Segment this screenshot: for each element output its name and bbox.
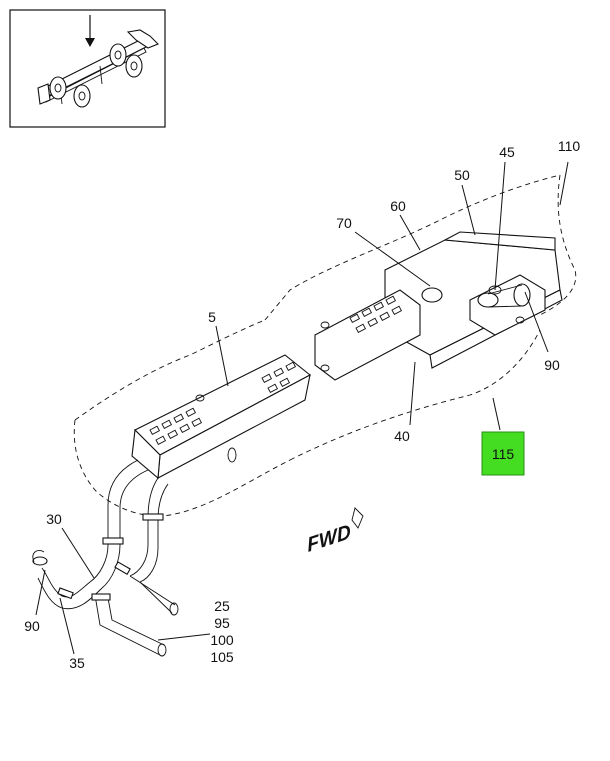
callout-5[interactable]: 5	[208, 309, 216, 325]
callout-45[interactable]: 45	[499, 144, 515, 160]
floor-outline	[73, 174, 577, 517]
callout-70[interactable]: 70	[336, 215, 352, 231]
callout-50[interactable]: 50	[454, 167, 470, 183]
callout-95[interactable]: 95	[214, 615, 230, 631]
callout-115[interactable]: 115	[492, 446, 515, 462]
heater-fins-front	[349, 295, 403, 334]
callout-labels: 5 25 30 35 40 45 50 60 70 90 90 95 100 1…	[24, 138, 580, 671]
callout-90-right[interactable]: 90	[544, 357, 560, 373]
front-heater-assembly	[314, 231, 563, 381]
chassis-thumbnail	[37, 29, 159, 108]
callout-35[interactable]: 35	[69, 655, 85, 671]
fwd-label: FWD	[306, 521, 352, 557]
callout-105[interactable]: 105	[210, 649, 234, 665]
callout-60[interactable]: 60	[390, 198, 406, 214]
callout-25[interactable]: 25	[214, 598, 230, 614]
callout-110[interactable]: 110	[558, 138, 581, 154]
forward-direction-indicator: FWD	[306, 507, 364, 557]
callout-30[interactable]: 30	[46, 511, 62, 527]
locator-inset	[9, 9, 166, 128]
fwd-arrow-icon	[351, 507, 364, 529]
hose-routing	[32, 459, 179, 657]
callout-90-left[interactable]: 90	[24, 618, 40, 634]
highlight-box-115[interactable]	[481, 431, 525, 476]
leader-lines	[35, 161, 569, 655]
callout-40[interactable]: 40	[394, 428, 410, 444]
rear-heater-assembly	[131, 354, 311, 480]
heater-fins-rear	[149, 361, 297, 446]
callout-100[interactable]: 100	[210, 632, 234, 648]
